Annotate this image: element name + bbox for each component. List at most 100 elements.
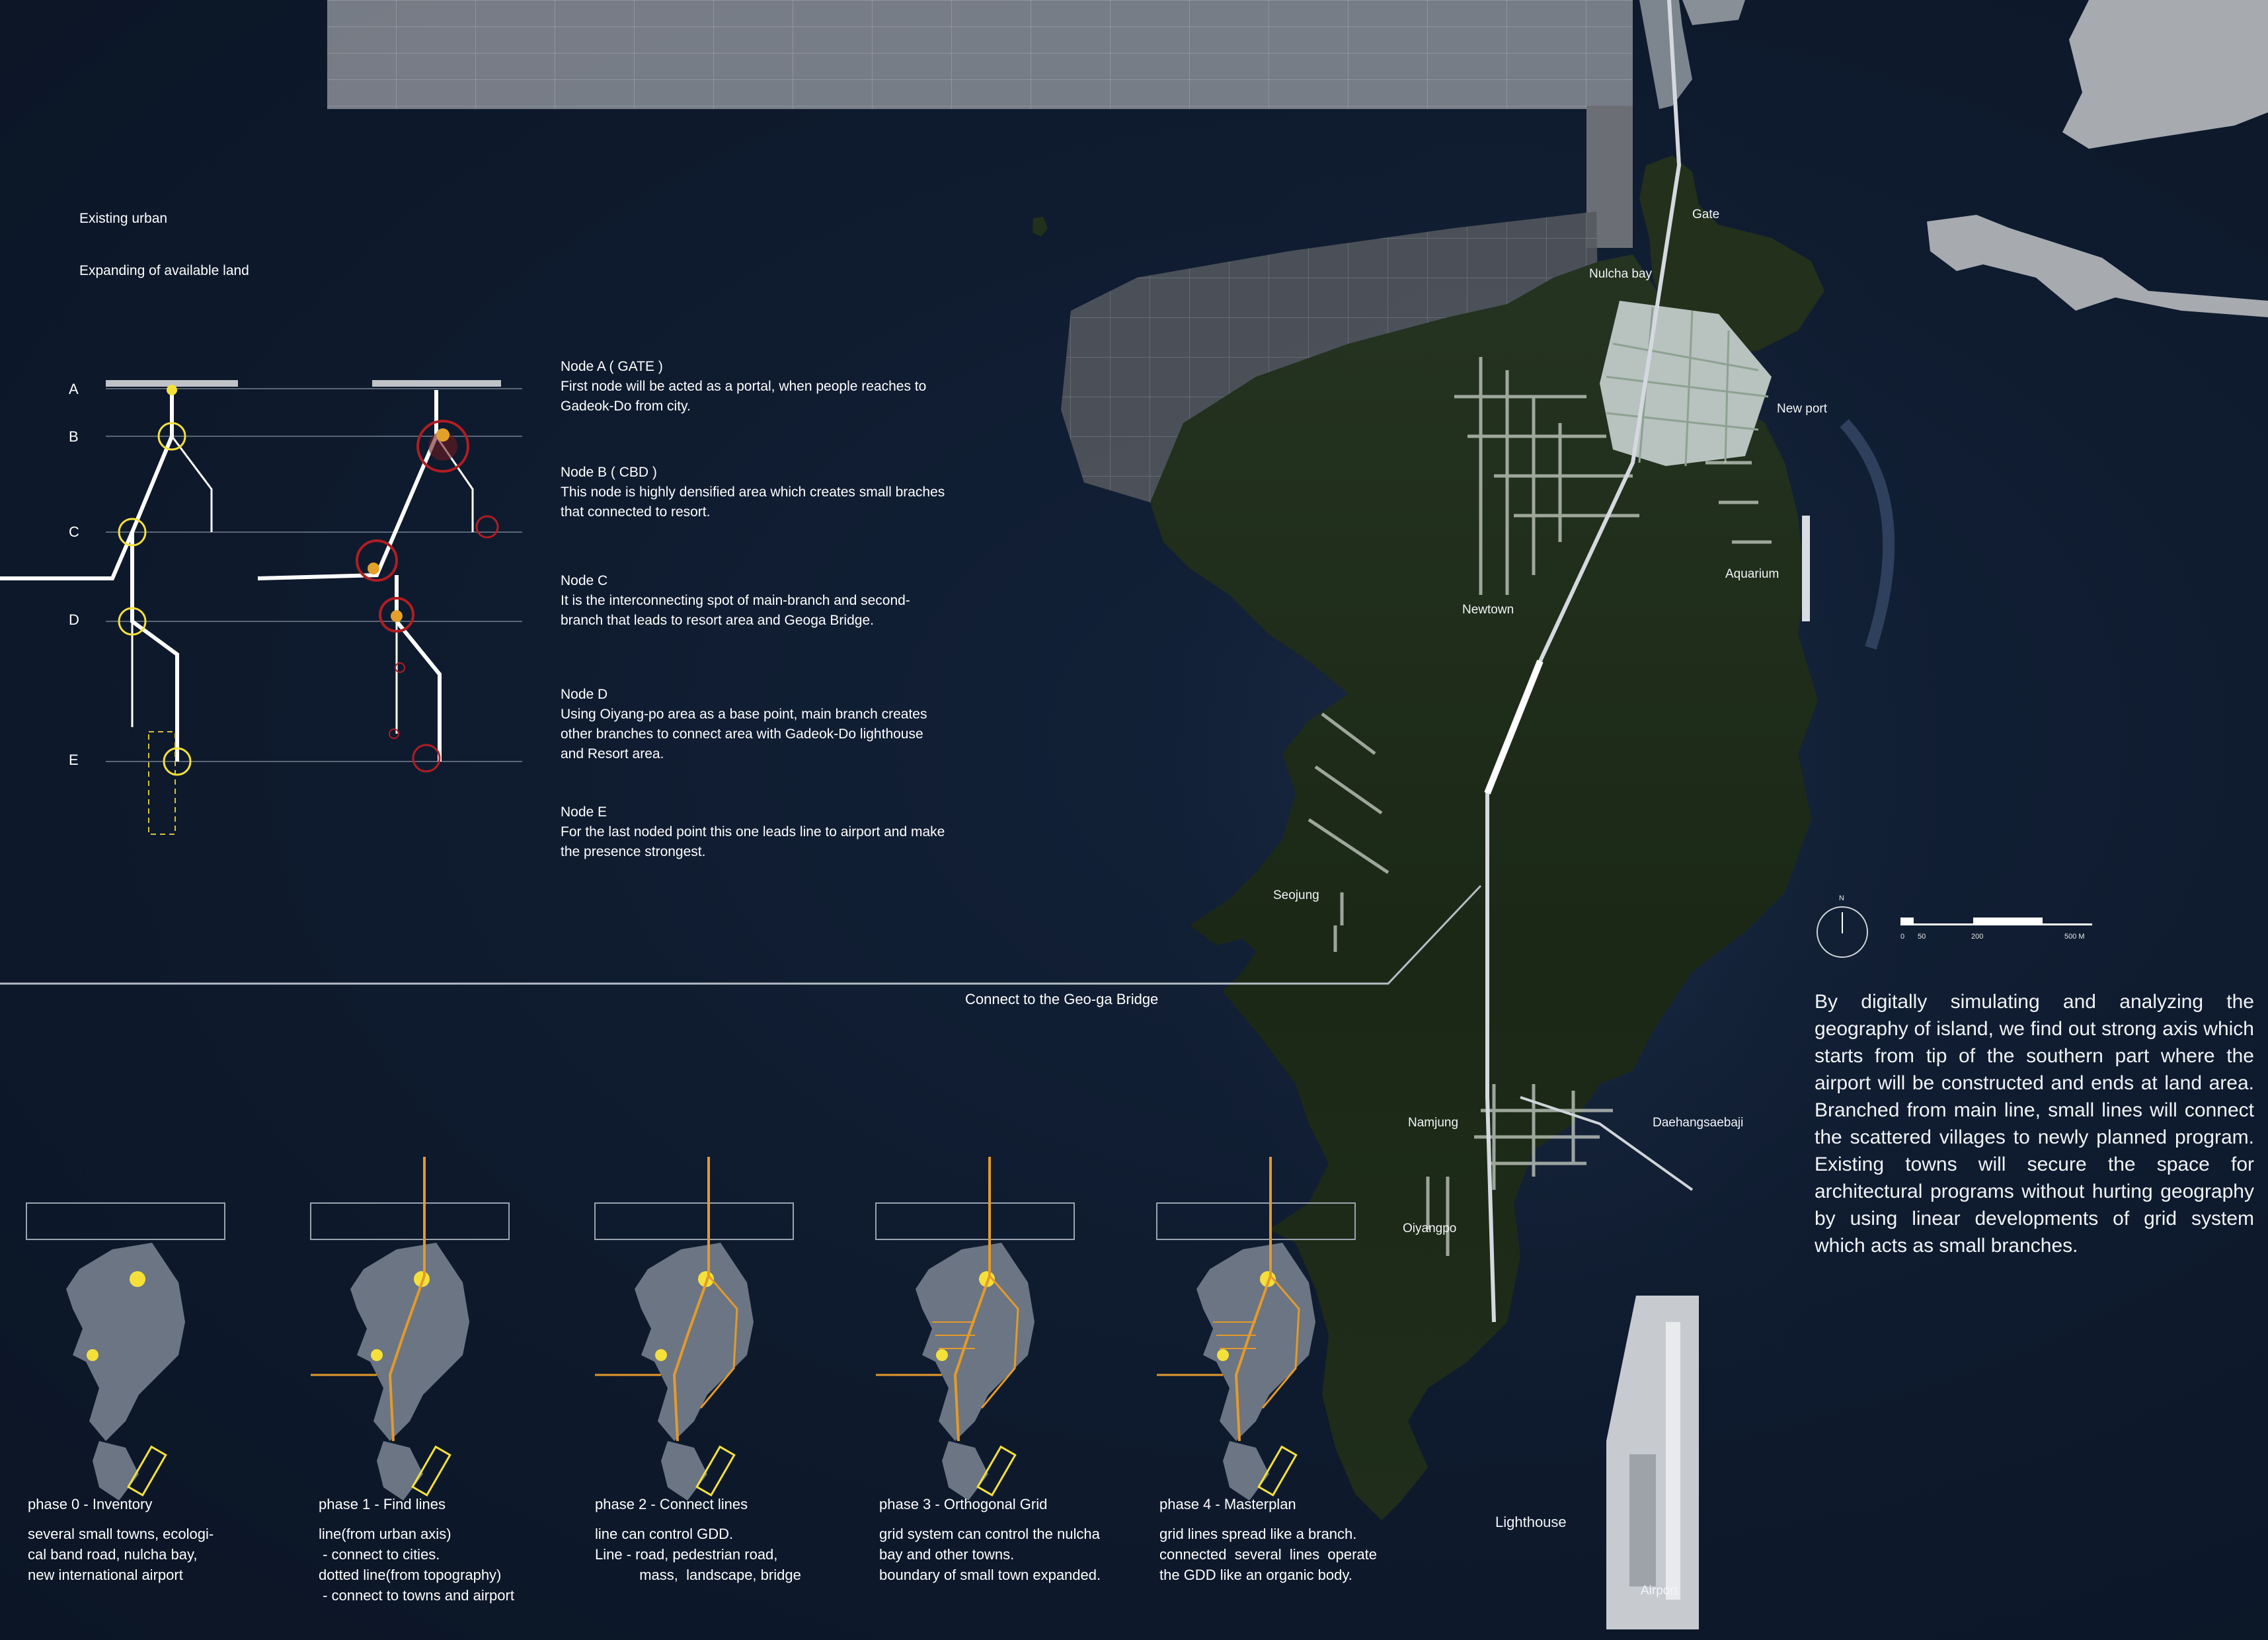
node-c-description: Node C It is the interconnecting spot of… — [561, 571, 977, 631]
node-c-line: It is the interconnecting spot of main-b… — [561, 593, 910, 608]
phase-3: phase 3 - Orthogonal Grid grid system ca… — [879, 1494, 1124, 1585]
legend-expanding-land: Expanding of available land — [79, 263, 249, 278]
phase-thumbnail-2 — [594, 1157, 794, 1501]
node-diagram — [0, 380, 522, 835]
place-airport: Airport — [1641, 1584, 1678, 1598]
phase-title: phase 3 - Orthogonal Grid — [879, 1496, 1048, 1512]
node-e-line: the presence strongest. — [561, 844, 706, 859]
phase-line: boundary of small town expanded. — [879, 1567, 1101, 1583]
mainland-urban-block — [327, 0, 1633, 109]
aquarium-strip — [1802, 516, 1810, 621]
scale-bar — [1900, 918, 2092, 925]
node-a-line: First node will be acted as a portal, wh… — [561, 379, 927, 394]
southeast-branch — [1520, 1096, 1694, 1191]
phase-line: cal band road, nulcha bay, — [28, 1546, 198, 1563]
node-a-line: Gadeok-Do from city. — [561, 399, 691, 414]
scale-label: 0 — [1900, 933, 1905, 941]
north-islet — [1639, 155, 1824, 357]
phase-line: new international airport — [28, 1567, 183, 1583]
node-e-description: Node E For the last noded point this one… — [561, 802, 977, 862]
place-oiyangpo: Oiyangpo — [1403, 1222, 1457, 1235]
place-nulcha-bay: Nulcha bay — [1589, 267, 1653, 281]
new-port-curve — [1840, 418, 1895, 650]
phase-0: phase 0 - Inventory several small towns,… — [28, 1494, 272, 1585]
phase-1: phase 1 - Find lines line(from urban axi… — [319, 1494, 563, 1606]
mainland-east-strip — [1682, 0, 1745, 25]
gadeok-island — [1150, 254, 1818, 1520]
node-d-line: and Resort area. — [561, 746, 664, 761]
node-a-description: Node A ( GATE ) First node will be acted… — [561, 357, 977, 416]
compass-letter: N — [1839, 894, 1844, 902]
phase-title: phase 0 - Inventory — [28, 1496, 153, 1512]
phase-line: - connect to towns and airport — [319, 1587, 514, 1604]
node-d-line: other branches to connect area with Gade… — [561, 726, 923, 742]
node-b-title: Node B ( CBD ) — [561, 465, 657, 480]
node-a-title: Node A ( GATE ) — [561, 359, 663, 374]
phase-title: phase 2 - Connect lines — [595, 1496, 748, 1512]
node-d-description: Node D Using Oiyang-po area as a base po… — [561, 685, 977, 764]
phase-thumbnail-4 — [1156, 1157, 1356, 1501]
phase-line: mass, landscape, bridge — [595, 1567, 801, 1583]
scale-label: 50 — [1918, 933, 1926, 941]
phase-thumbnail-1 — [310, 1157, 510, 1501]
phase-title: phase 4 - Masterplan — [1159, 1496, 1296, 1512]
phase-line: line can control GDD. — [595, 1526, 734, 1542]
phase-line: connected several lines operate — [1159, 1546, 1377, 1563]
phase-thumbnail-0 — [26, 1202, 225, 1501]
row-letter-b: B — [69, 428, 79, 445]
mainland-east-coast — [1639, 0, 1692, 109]
place-new-port: New port — [1777, 402, 1828, 416]
phase-line: dotted line(from topography) — [319, 1567, 502, 1583]
node-b-line: This node is highly densified area which… — [561, 485, 945, 500]
east-land-mid — [1927, 215, 2268, 317]
row-letter-d: D — [69, 611, 79, 628]
phase-thumbnail-3 — [875, 1157, 1075, 1501]
node-d-title: Node D — [561, 687, 608, 702]
scale-label: 500 M — [2064, 933, 2085, 941]
airport-taxiway — [1629, 1454, 1656, 1586]
place-newtown: Newtown — [1462, 603, 1514, 617]
node-e-line: For the last noded point this one leads … — [561, 824, 945, 840]
phase-line: - connect to cities. — [319, 1546, 440, 1563]
node-e-title: Node E — [561, 804, 607, 820]
node-c-title: Node C — [561, 573, 608, 588]
phase-line: grid system can control the nulcha — [879, 1526, 1100, 1542]
scale-label: 200 — [1971, 933, 1984, 941]
east-land-top — [2062, 0, 2268, 149]
row-letter-a: A — [69, 381, 79, 397]
phase-line: line(from urban axis) — [319, 1526, 451, 1542]
branch-grids — [1308, 357, 1772, 1256]
cbd-grid — [1606, 307, 1769, 467]
phase-2: phase 2 - Connect lines line can control… — [595, 1494, 840, 1585]
phase-line: several small towns, ecologi- — [28, 1526, 214, 1542]
node-b-line: that connected to resort. — [561, 504, 711, 520]
place-aquarium: Aquarium — [1725, 567, 1779, 581]
phase-thumbnails — [26, 1157, 1356, 1501]
geoga-bridge-line — [0, 884, 1482, 985]
phase-line: the GDD like an organic body. — [1159, 1567, 1352, 1583]
phase-line: Line - road, pedestrian road, — [595, 1546, 778, 1563]
place-seojung: Seojung — [1273, 888, 1319, 902]
legend-existing-urban: Existing urban — [79, 211, 168, 226]
node-c-line: branch that leads to resort area and Geo… — [561, 613, 874, 628]
place-namjung: Namjung — [1408, 1116, 1459, 1130]
airport-runway — [1666, 1322, 1680, 1600]
phase-line: grid lines spread like a branch. — [1159, 1526, 1357, 1542]
project-description: By digitally simulating and analyzing th… — [1815, 991, 2254, 1257]
bridge-label: Connect to the Geo-ga Bridge — [965, 991, 1159, 1007]
row-letter-c: C — [69, 524, 79, 540]
compass-circle — [1817, 906, 1868, 958]
place-daehangsaebaji: Daehangsaebaji — [1653, 1116, 1744, 1130]
node-b-description: Node B ( CBD ) This node is highly densi… — [561, 463, 977, 522]
place-lighthouse: Lighthouse — [1495, 1514, 1567, 1530]
row-letter-e: E — [69, 752, 79, 768]
phase-4: phase 4 - Masterplan grid lines spread l… — [1159, 1494, 1404, 1585]
node-d-line: Using Oiyang-po area as a base point, ma… — [561, 707, 927, 722]
phase-line: bay and other towns. — [879, 1546, 1015, 1563]
small-islet — [1033, 217, 1048, 237]
axis-highlight — [1484, 660, 1544, 795]
place-gate: Gate — [1692, 208, 1720, 221]
phase-title: phase 1 - Find lines — [319, 1496, 446, 1512]
